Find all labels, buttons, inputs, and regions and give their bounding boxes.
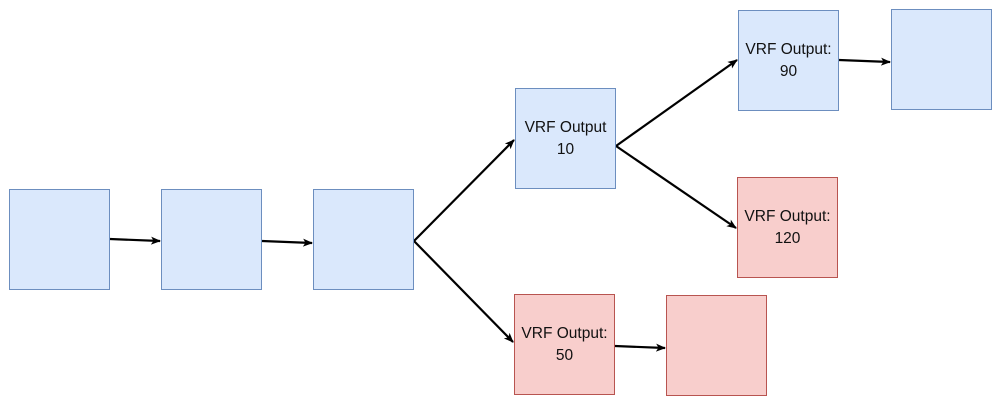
block-vrf-120-value: 120 [774,229,801,247]
block-chain-tip [891,9,992,110]
block-2 [161,189,262,290]
block-vrf-10: VRF Output 10 [515,88,616,189]
edge-n3-n4 [413,139,515,242]
block-vrf-50: VRF Output: 50 [514,294,615,395]
block-vrf-10-label: VRF Output [524,118,607,136]
edge-n3-n8 [413,240,514,343]
block-vrf-90: VRF Output: 90 [738,10,839,111]
block-vrf-50-value: 50 [555,346,574,364]
edge-n1-n2 [109,236,161,245]
block-vrf-10-value: 10 [556,140,575,158]
block-orphan-tip [666,295,767,396]
block-vrf-120: VRF Output: 120 [737,177,838,278]
edge-n4-n5 [615,59,738,147]
edge-n4-n7 [615,145,737,229]
block-3-fork-point [313,189,414,290]
block-vrf-90-label: VRF Output: [745,40,832,58]
edge-n2-n3 [261,238,313,247]
block-vrf-90-value: 90 [779,62,798,80]
block-vrf-50-label: VRF Output: [521,324,608,342]
block-1 [9,189,110,290]
edge-n8-n9 [614,343,666,352]
block-vrf-120-label: VRF Output: [744,207,831,225]
edge-n5-n6 [838,57,891,66]
